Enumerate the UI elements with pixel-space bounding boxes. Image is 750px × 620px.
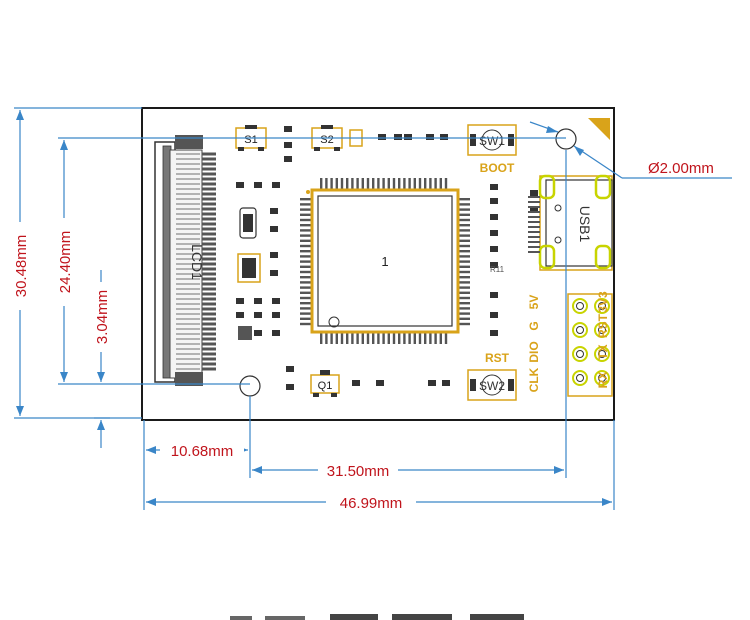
mounting-hole-right xyxy=(555,128,577,150)
q1-component: Q1 xyxy=(310,370,340,397)
header-pin xyxy=(594,370,610,386)
dim-hole-spacing: 31.50mm xyxy=(252,460,564,480)
header-pin xyxy=(594,298,610,314)
header-label-right: TX xyxy=(596,344,610,359)
rst-label: RST xyxy=(485,351,510,365)
header-pin xyxy=(572,322,588,338)
mcu-chip: 1 xyxy=(300,178,470,344)
header-pin xyxy=(572,370,588,386)
dim-hole-offset-x: 10.68mm xyxy=(146,440,248,460)
usb-label: USB1 xyxy=(577,206,593,243)
svg-text:46.99mm: 46.99mm xyxy=(340,495,403,512)
diode xyxy=(238,326,252,340)
svg-text:S1: S1 xyxy=(244,134,257,146)
header-block: CLK RX DIO TX G RST 5V 3V3 xyxy=(527,291,613,397)
header-label-right: RST xyxy=(596,313,610,338)
cropped-caption-fragment xyxy=(230,614,524,620)
mounting-hole-left xyxy=(239,375,261,397)
svg-text:3.04mm: 3.04mm xyxy=(94,290,111,344)
sw1-button: SW1 xyxy=(467,124,517,156)
svg-text:SW1: SW1 xyxy=(479,134,505,148)
header-pin xyxy=(594,322,610,338)
svg-text:30.48mm: 30.48mm xyxy=(13,235,30,298)
dim-hole-diameter: Ø2.00mm xyxy=(529,121,732,179)
svg-text:31.50mm: 31.50mm xyxy=(327,463,390,480)
chip-pin1-label: 1 xyxy=(381,254,388,269)
header-label-left: CLK xyxy=(527,367,541,392)
svg-text:10.68mm: 10.68mm xyxy=(171,443,234,460)
header-pin xyxy=(572,346,588,362)
svg-text:Q1: Q1 xyxy=(318,380,333,392)
header-label-left: DIO xyxy=(527,341,541,362)
header-label-right: RX xyxy=(596,372,610,389)
smd-pads xyxy=(236,126,538,390)
dim-connector-span: 24.40mm xyxy=(54,140,74,382)
lcd-label: LCD1 xyxy=(189,244,205,280)
header-pin xyxy=(572,298,588,314)
usb-connector: USB1 xyxy=(528,174,613,271)
svg-text:SW2: SW2 xyxy=(479,379,505,393)
svg-text:Ø2.00mm: Ø2.00mm xyxy=(648,160,714,177)
dim-board-height: 30.48mm xyxy=(10,110,30,416)
svg-text:S2: S2 xyxy=(320,134,333,146)
r-label: R11 xyxy=(490,265,505,274)
header-label-left: G xyxy=(527,321,541,330)
header-label-left: 5V xyxy=(527,295,541,310)
lcd-connector: LCD1 xyxy=(154,135,216,386)
dim-hole-offset-y: 3.04mm xyxy=(91,270,111,448)
header-label-right: 3V3 xyxy=(596,291,610,313)
dim-board-width: 46.99mm xyxy=(146,492,612,512)
svg-text:24.40mm: 24.40mm xyxy=(57,231,74,294)
boot-label: BOOT xyxy=(480,161,515,175)
header-pin xyxy=(594,346,610,362)
s2-component: S2 xyxy=(311,125,343,151)
sw2-button: SW2 xyxy=(467,369,517,401)
corner-marker xyxy=(588,118,610,140)
